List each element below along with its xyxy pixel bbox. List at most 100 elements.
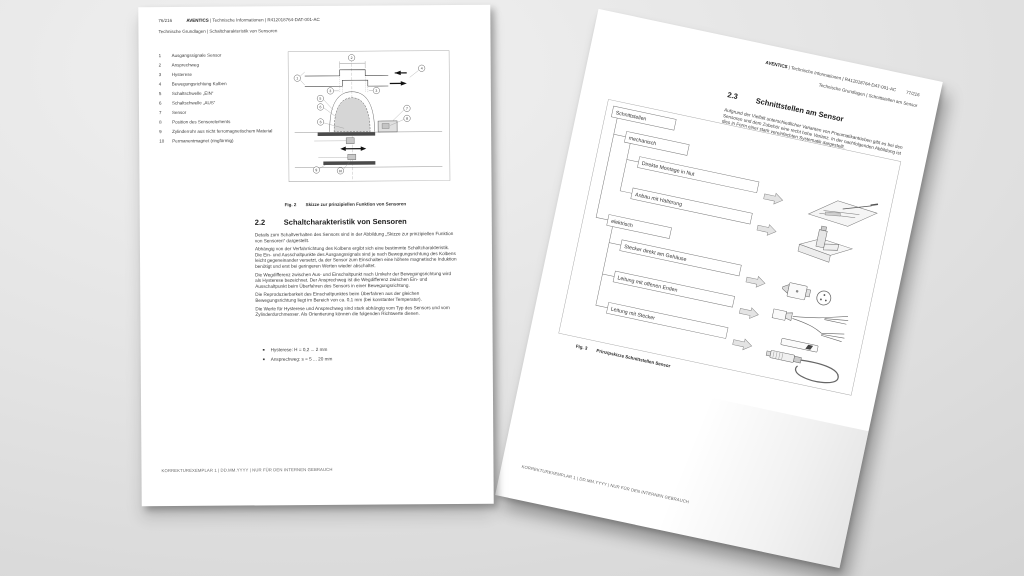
header-title: | Technische Informationen | R412018764-… bbox=[210, 16, 320, 23]
callout-8: 8 bbox=[390, 114, 411, 126]
legend-label: Ansprechweg bbox=[171, 62, 199, 68]
illustration-stecker-gehaeuse bbox=[782, 282, 832, 306]
legend-label: Position des Sensorelements bbox=[172, 119, 231, 125]
section-title: Schaltcharakteristik von Sensoren bbox=[283, 217, 407, 227]
bullet-text: Hysterese: H = 0,2 ... 2 mm bbox=[270, 346, 328, 353]
callout-1: 1 bbox=[293, 71, 305, 86]
callout-3-left: 3 bbox=[326, 76, 343, 95]
tree-node-root: Schnittstellen bbox=[611, 105, 677, 131]
legend-item: 1 Ausgangssignale Sensor bbox=[159, 52, 279, 58]
figure-border bbox=[558, 99, 902, 396]
svg-text:6: 6 bbox=[319, 105, 321, 109]
header-subtitle: Technische Grundlagen | Schaltcharakteri… bbox=[158, 28, 278, 35]
callout-6: 6 bbox=[316, 103, 337, 117]
callout-2: 2 bbox=[339, 54, 366, 69]
tree-connector-elektrisch bbox=[595, 226, 621, 308]
document-page-77: AVENTICS | Technische Informationen | R4… bbox=[495, 8, 943, 569]
right-arrow-icon bbox=[732, 338, 753, 351]
section-body: Details zum Schaltverhalten des Sensors … bbox=[255, 231, 458, 320]
svg-text:4: 4 bbox=[421, 67, 423, 71]
callout-4: 4 bbox=[389, 64, 426, 86]
magnet-upper bbox=[345, 137, 355, 144]
figure-border bbox=[287, 50, 451, 182]
legend-item: 7 Sensor bbox=[159, 109, 279, 115]
sensor-element bbox=[381, 123, 390, 129]
bullet-icon: ■ bbox=[262, 348, 265, 352]
legend-number: 5 bbox=[158, 91, 162, 97]
paragraph: Details zum Schaltverhalten des Sensors … bbox=[254, 231, 454, 244]
svg-text:1: 1 bbox=[296, 76, 298, 80]
illustration-montage-nut bbox=[807, 200, 879, 227]
callout-10: 10 bbox=[336, 160, 351, 175]
illustration-offene-enden bbox=[771, 308, 849, 342]
legend-number: 9 bbox=[159, 129, 162, 135]
legend-label: Ausgangssignale Sensor bbox=[171, 52, 222, 59]
callout-7: 7 bbox=[392, 104, 411, 121]
magnet-lower bbox=[347, 154, 357, 160]
page-number: 76/216 bbox=[158, 17, 173, 24]
bullet-icon: ■ bbox=[262, 357, 265, 362]
svg-text:3: 3 bbox=[329, 89, 331, 93]
paragraph: Die Werte für Hysterese und Ansprechweg … bbox=[255, 304, 450, 317]
tree-node-anbau-halterung: Anbau mit Halterung bbox=[630, 187, 753, 225]
callout-9: 9 bbox=[312, 164, 326, 174]
paragraph: Abhängig von der Verfahrrichtung des Kol… bbox=[254, 245, 457, 269]
cylinder-wall-bottom bbox=[323, 161, 376, 165]
document-page-76: 76/216 AVENTICS | Technische Information… bbox=[138, 4, 494, 507]
legend-item: 5 Schaltschwelle „EIN“ bbox=[159, 90, 279, 96]
tree-node-elektrisch: elektrisch bbox=[606, 214, 672, 239]
signal-trace-a bbox=[304, 69, 389, 77]
guideline-bullets: ■ Hysterese: H = 0,2 ... 2 mm ■ Ansprechwe… bbox=[263, 346, 458, 366]
page-number: 77/216 bbox=[905, 89, 921, 98]
field-dome-outer bbox=[329, 91, 375, 132]
figure-caption-label: Fig. 2 bbox=[284, 202, 297, 208]
legend-number: 1 bbox=[158, 53, 162, 59]
signal-trace-b bbox=[304, 79, 389, 87]
svg-text:6: 6 bbox=[320, 120, 322, 124]
cylinder-wall-top bbox=[317, 132, 376, 136]
cylinder-assembly bbox=[294, 131, 443, 168]
legend-item: 9 Zylinderrohr aus nicht ferromagnetische… bbox=[159, 128, 279, 134]
legend-label: Schaltschwelle „EIN“ bbox=[171, 90, 214, 97]
legend-label: Permanentmagnet (ringförmig) bbox=[172, 138, 234, 144]
legend-number: 10 bbox=[159, 138, 165, 144]
figure-caption: Fig. 2 Skizze zur prinzipiellen Funktion… bbox=[285, 201, 407, 207]
figure-schnittstellen-tree: Schnittstellen mechanisch Direkte Montag… bbox=[558, 99, 902, 399]
right-arrow-icon bbox=[756, 224, 777, 236]
tree-node-mechanisch: mechanisch bbox=[624, 131, 690, 156]
legend-label: Schaltschwelle „AUS“ bbox=[171, 100, 216, 106]
right-arrow-icon bbox=[763, 192, 784, 205]
illustration-leitung-stecker bbox=[765, 338, 839, 384]
legend-label: Zylinderrohr aus nicht ferromagnetischem… bbox=[172, 128, 273, 135]
svg-text:5: 5 bbox=[319, 97, 321, 101]
tree-node-leitung-stecker: Leitung mit Stecker bbox=[606, 302, 729, 339]
legend-item: 10 Permanentmagnet (ringförmig) bbox=[159, 138, 279, 144]
legend-number: 8 bbox=[159, 119, 162, 125]
svg-text:3: 3 bbox=[375, 89, 377, 93]
right-arrow-icon bbox=[745, 275, 766, 288]
callout-6-lower: 6 bbox=[317, 118, 345, 129]
legend-label: Sensor bbox=[171, 109, 187, 116]
svg-text:10: 10 bbox=[339, 169, 343, 173]
bullet-item: ■ Hysterese: H = 0,2 ... 2 mm bbox=[263, 346, 458, 353]
callout-5: 5 bbox=[316, 94, 334, 110]
section-heading: 2.2 Schaltcharakteristik von Sensoren bbox=[255, 217, 407, 227]
svg-text:7: 7 bbox=[406, 107, 408, 111]
legend-number: 7 bbox=[158, 110, 162, 116]
page-footer: KORREKTUREXEMPLAR 1 | DD.MM.YYYY | NUR F… bbox=[161, 466, 333, 474]
bullet-text: Ansprechweg: s = 5 ... 20 mm bbox=[270, 356, 333, 362]
tree-connector-root bbox=[595, 118, 626, 221]
legend-label: Bewegungsrichtung Kolben bbox=[171, 81, 227, 87]
right-arrow-icon bbox=[738, 307, 759, 319]
section-number: 2.3 bbox=[726, 90, 739, 102]
section-number: 2.2 bbox=[254, 218, 266, 227]
tree-node-stecker-gehaeuse: Stecker direkt am Gehäuse bbox=[619, 239, 742, 277]
tree-node-label: elektrisch bbox=[610, 219, 633, 229]
illustration-anbau-halterung bbox=[797, 225, 853, 263]
paragraph: Die Wegdifferenz zwischen Aus- und Einsc… bbox=[255, 270, 452, 289]
legend-number: 3 bbox=[158, 72, 162, 78]
